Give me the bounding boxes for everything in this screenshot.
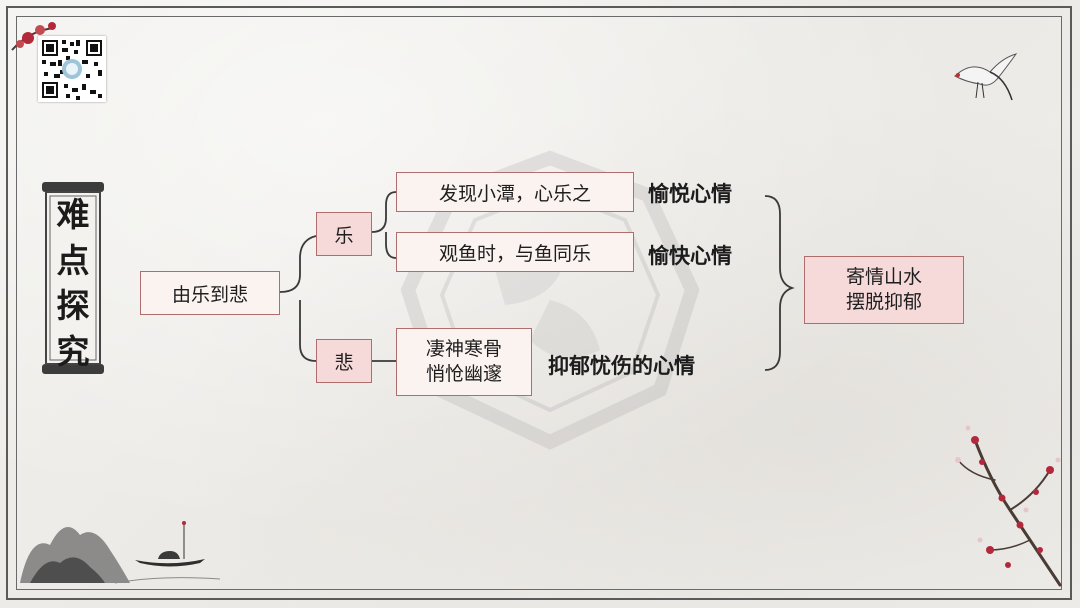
outer-frame [6,6,1072,600]
branch-bei-node: 悲 [316,339,372,383]
page-title: 难 点 探 究 [46,198,100,368]
branch-le-label: 乐 [334,224,354,247]
bei-item-node: 凄神寒骨 悄怆幽邃 [396,328,532,396]
branch-le-node: 乐 [316,212,372,256]
conclusion-line-2: 摆脱抑郁 [845,291,922,313]
title-scroll [42,182,104,374]
title-char: 究 [56,331,90,371]
conclusion-line-1: 寄情山水 [845,266,922,289]
root-label: 由乐到悲 [171,283,248,306]
le-item-2-label: 观鱼时，与鱼同乐 [438,242,591,265]
qr-code [38,36,106,102]
mood-label-2: 愉快心情 [648,244,732,268]
branch-bei-label: 悲 [334,351,354,374]
crane-icon [954,53,1018,101]
inner-frame [16,16,1062,590]
title-char: 点 [56,240,90,280]
title-char: 难 [56,195,90,234]
le-item-1-node: 发现小潭，心乐之 [396,172,634,212]
bei-item-line-2: 悄怆幽邃 [425,363,502,385]
plum-branch-icon [955,425,1062,587]
boat-icon [135,521,205,567]
root-node: 由乐到悲 [140,271,280,315]
le-item-1-label: 发现小潭，心乐之 [438,182,591,205]
qr-code-icon [38,36,106,102]
mood-label-3: 抑郁忧伤的心情 [548,354,695,378]
le-item-2-node: 观鱼时，与鱼同乐 [396,232,634,272]
bei-item-line-1: 凄神寒骨 [425,338,502,361]
landscape-icon [20,527,221,584]
plum-blossom-icon [11,22,56,51]
conclusion-node: 寄情山水 摆脱抑郁 [804,256,964,324]
mood-label-1: 愉悦心情 [648,182,732,206]
title-char: 探 [56,286,90,326]
